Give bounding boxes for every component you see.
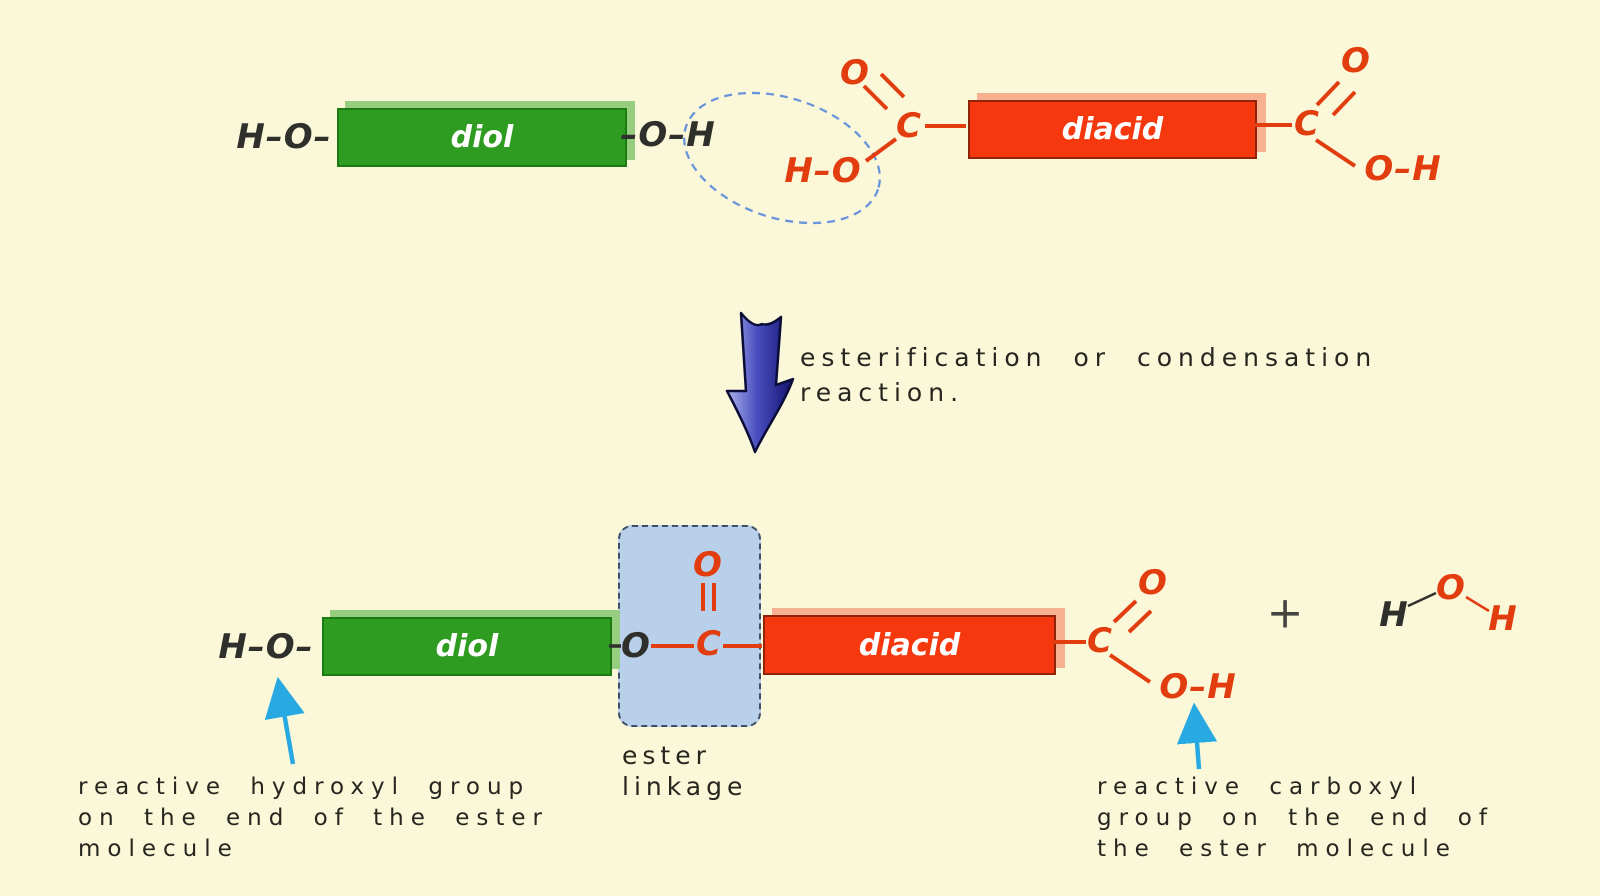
top-diacid-block: diacid xyxy=(968,100,1257,159)
reaction-label-line1: esterification or condensation xyxy=(800,343,1378,372)
hydroxyl-annotation: reactive hydroxyl group on the end of th… xyxy=(78,772,549,865)
ester-linkage-label: ester linkage xyxy=(622,740,747,802)
carboxyl-annotation-line1: reactive carboxyl xyxy=(1097,774,1424,800)
top-diacid-label: diacid xyxy=(1061,112,1164,147)
hydroxyl-annotation-line1: reactive hydroxyl group xyxy=(78,774,531,800)
bond-top-carbonyl-2 xyxy=(879,72,906,99)
top-acid-oh-right: O–H xyxy=(1364,149,1442,189)
ester-carbonyl-o: O xyxy=(693,545,723,585)
hydroxyl-pointer-arrow xyxy=(264,676,305,765)
reaction-label-line2: reaction. xyxy=(800,378,965,407)
condensation-ellipse xyxy=(683,91,881,225)
bond-water-h-o xyxy=(1407,591,1437,608)
bond-top-ho-to-c xyxy=(864,137,898,163)
bottom-acid-oh: O–H xyxy=(1159,667,1237,707)
bond-top-right-carbonyl-2 xyxy=(1331,90,1357,117)
top-acid-c-left: C xyxy=(896,106,922,146)
top-diol-block: diol xyxy=(337,108,627,167)
bond-top-right-carbonyl-1 xyxy=(1315,80,1341,107)
bottom-diol-block: diol xyxy=(322,617,612,676)
ester-linkage-label-line1: ester xyxy=(622,741,711,770)
carboxyl-annotation: reactive carboxyl group on the end of th… xyxy=(1097,772,1494,865)
bond-bottom-carbonyl-1 xyxy=(1112,599,1138,624)
carboxyl-pointer-arrow xyxy=(1176,702,1218,770)
hydroxyl-annotation-line2: on the end of the ester xyxy=(78,805,549,831)
bottom-diacid-block: diacid xyxy=(763,615,1056,675)
water-h-left: H xyxy=(1379,595,1409,635)
bottom-ho-left: H–O– xyxy=(218,627,314,667)
bond-bottom-carbonyl-2 xyxy=(1127,609,1153,634)
bond-water-o-h xyxy=(1465,595,1490,613)
plus-sign: + xyxy=(1266,587,1304,639)
reaction-label: esterification or condensation reaction. xyxy=(800,340,1377,410)
top-acid-ho: H–O xyxy=(784,151,862,191)
hydroxyl-annotation-line3: molecule xyxy=(78,836,239,862)
carboxyl-annotation-line2: group on the end of xyxy=(1097,805,1494,831)
carboxyl-annotation-line3: the ester molecule xyxy=(1097,836,1457,862)
water-o: O xyxy=(1436,568,1466,608)
bond-top-c-to-oh xyxy=(1314,138,1357,168)
ester-o: O xyxy=(621,626,651,666)
top-acid-c-right: C xyxy=(1294,104,1320,144)
ester-linkage-label-line2: linkage xyxy=(622,772,748,801)
reaction-arrow-icon xyxy=(725,311,795,454)
top-acid-carbonyl-o-left: O xyxy=(840,53,870,93)
ester-c: C xyxy=(696,624,722,664)
bottom-diacid-label: diacid xyxy=(858,627,961,663)
bottom-acid-carbonyl-o: O xyxy=(1138,563,1168,603)
top-acid-carbonyl-o-right: O xyxy=(1341,41,1371,81)
top-diol-label: diol xyxy=(450,120,514,155)
bond-bottom-c-to-oh xyxy=(1108,653,1152,684)
bottom-diol-label: diol xyxy=(435,629,499,664)
water-h-right: H xyxy=(1488,599,1518,639)
bottom-acid-c: C xyxy=(1087,621,1113,661)
top-oh-right: –O–H xyxy=(620,115,716,155)
top-ho-left: H–O– xyxy=(236,117,332,157)
ester-linkage-highlight xyxy=(618,525,761,727)
